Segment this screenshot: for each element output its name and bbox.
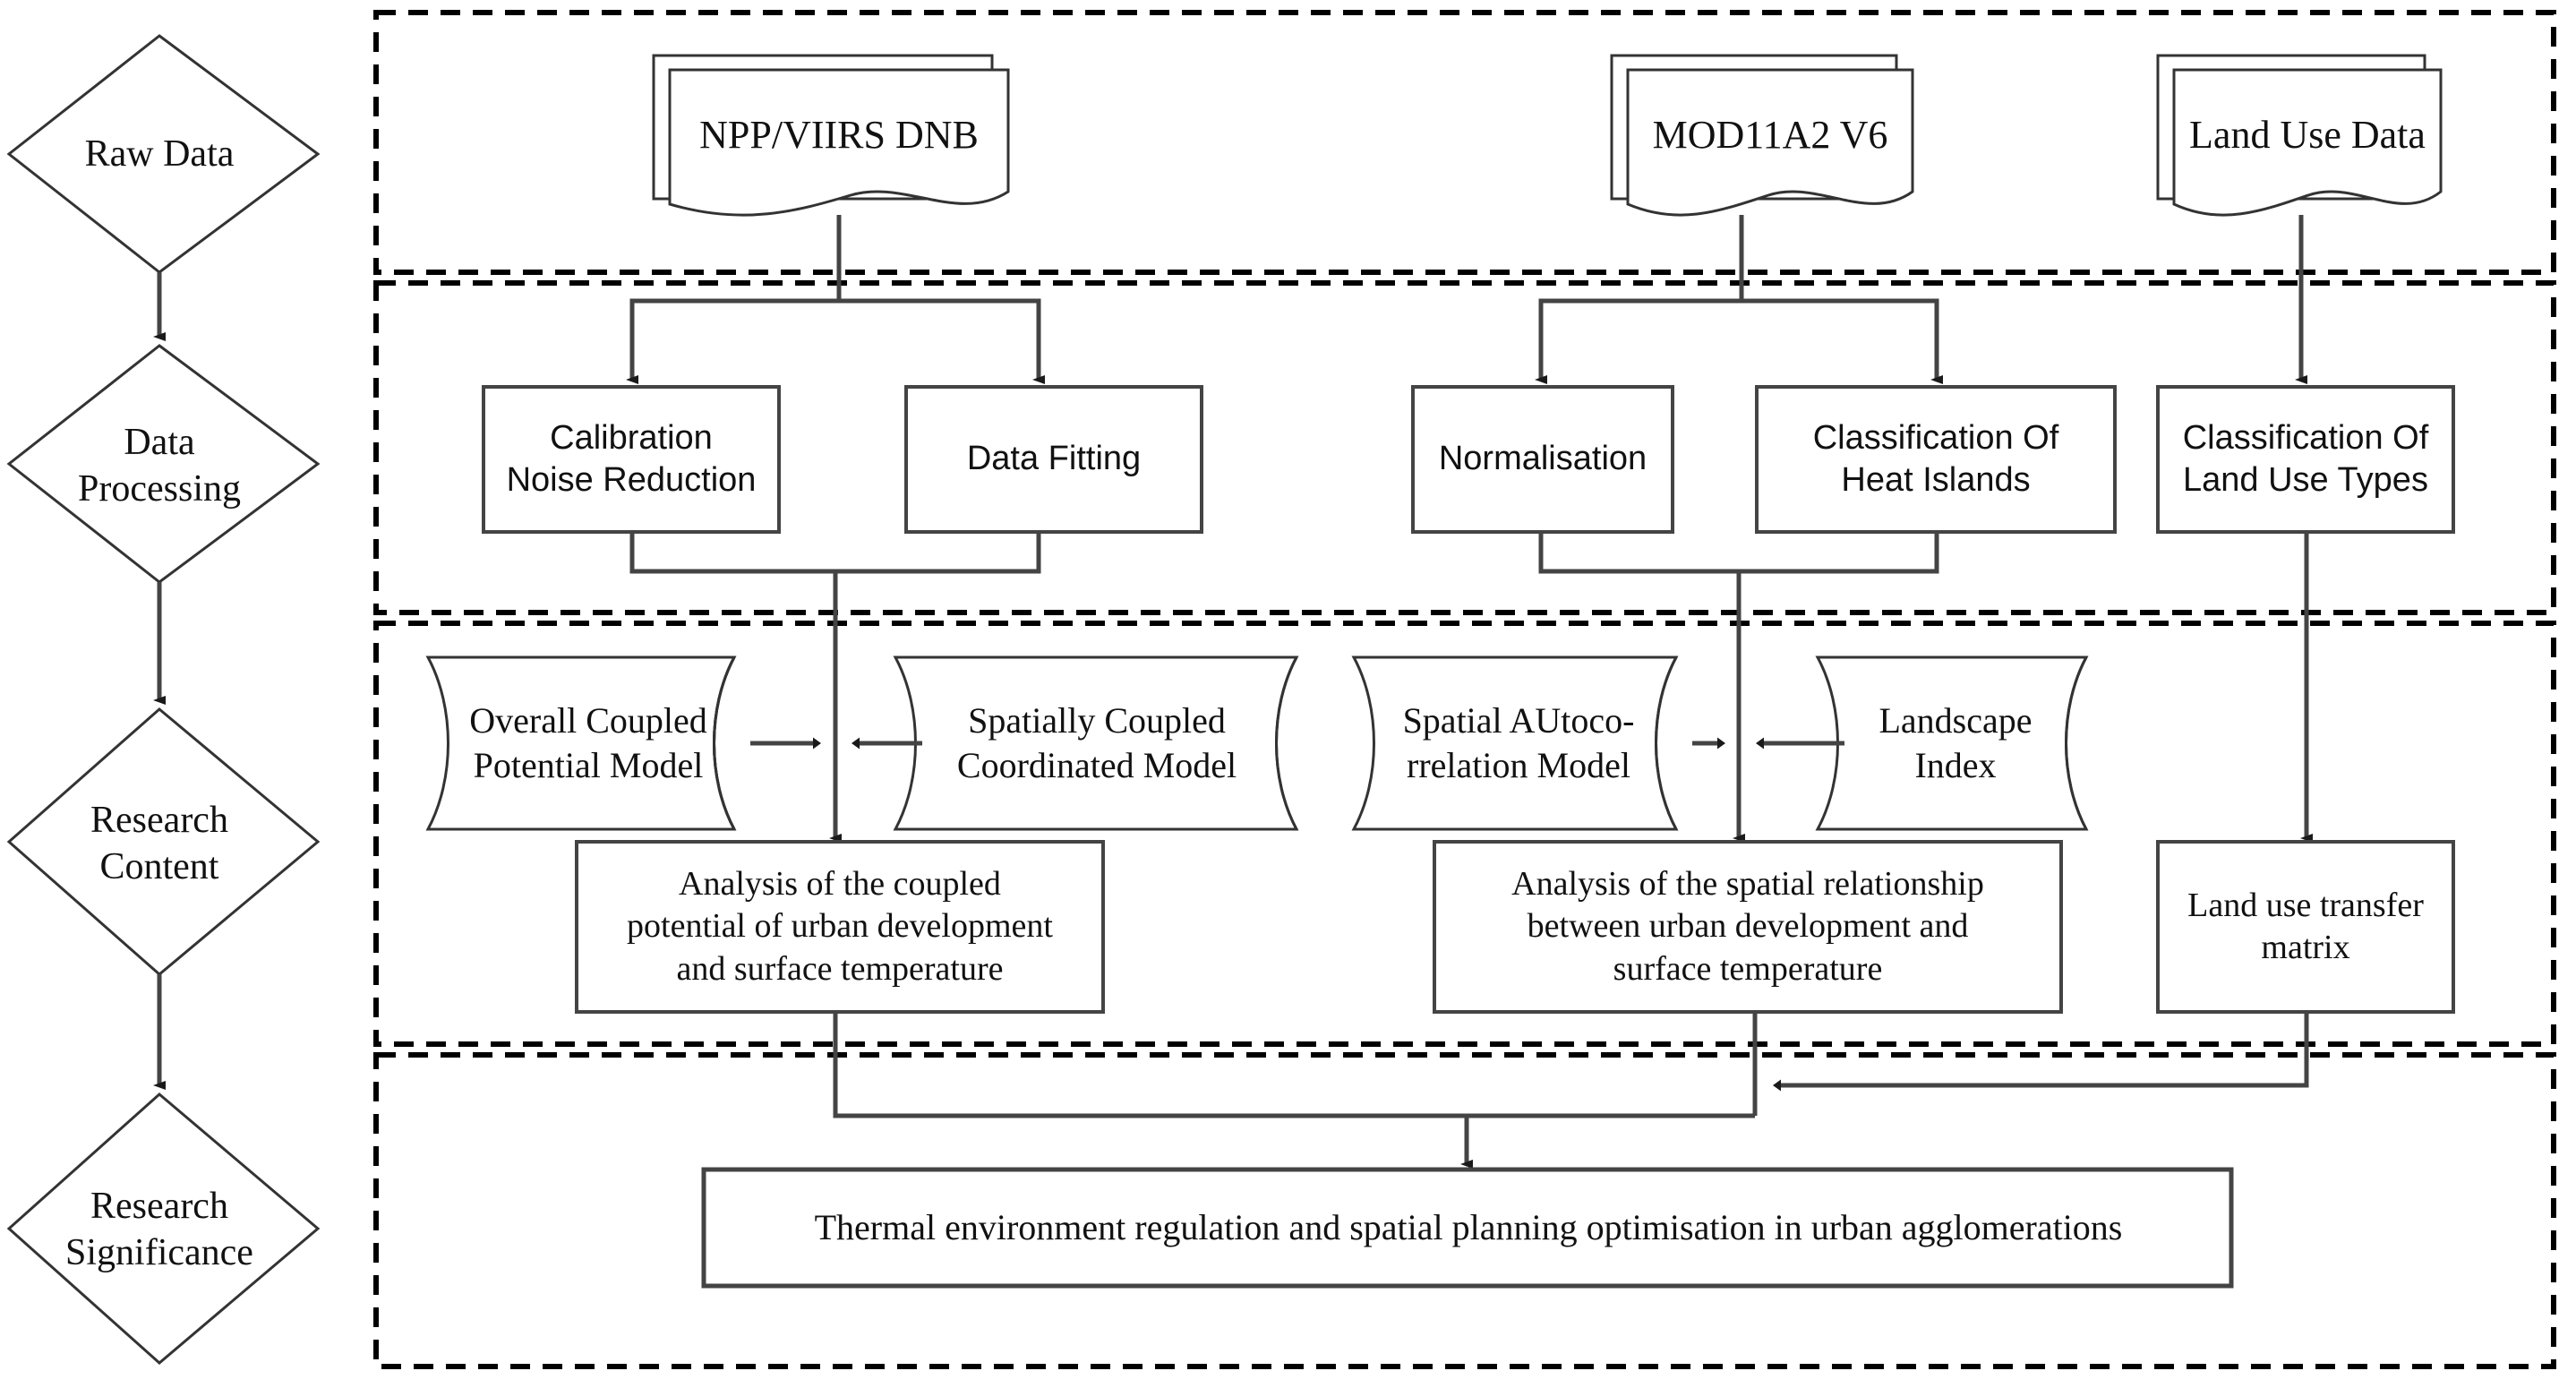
box-calibration-noise-reduction <box>482 385 781 534</box>
section-frame-raw-data <box>373 10 2556 275</box>
document-shape-npp-viirs-dnb <box>652 54 1010 217</box>
box-classification-of-heat-islands <box>1755 385 2117 534</box>
stage-diamond-data-processing <box>6 344 321 584</box>
stage-diamond-research-content <box>6 707 321 976</box>
box-data-fitting <box>904 385 1203 534</box>
stage-diamond-research-significance <box>6 1092 321 1365</box>
connector-mod11a2-to-processing <box>1538 215 1939 358</box>
stage-diamond-raw-data <box>6 34 321 274</box>
connector-mid-processing-join <box>1538 532 1939 833</box>
box-land-use-transfer-matrix <box>2156 840 2455 1014</box>
connector-left-processing-join <box>629 532 1041 833</box>
box-coupled-potential-analysis <box>575 840 1105 1014</box>
box-spatial-relationship-analysis <box>1433 840 2063 1014</box>
section-frame-research-content <box>373 621 2556 1047</box>
section-frame-data-processing <box>373 280 2556 615</box>
box-thermal-environment-conclusion <box>701 1167 2234 1289</box>
cylinder-spatially-coupled-coordinated-model <box>893 655 1299 831</box>
cylinder-overall-coupled-potential-model <box>425 655 737 831</box>
connector-analysis-to-conclusion <box>833 1012 2309 1155</box>
document-shape-mod11a2-v6 <box>1610 54 1914 217</box>
document-shape-land-use-data <box>2156 54 2443 217</box>
box-classification-of-land-use-types <box>2156 385 2455 534</box>
cylinder-spatial-autocorrelation-model <box>1351 655 1679 831</box>
box-normalisation <box>1411 385 1674 534</box>
connector-npp-to-processing <box>629 215 1041 358</box>
section-frame-research-significance <box>373 1052 2556 1369</box>
cylinder-landscape-index <box>1815 655 2089 831</box>
